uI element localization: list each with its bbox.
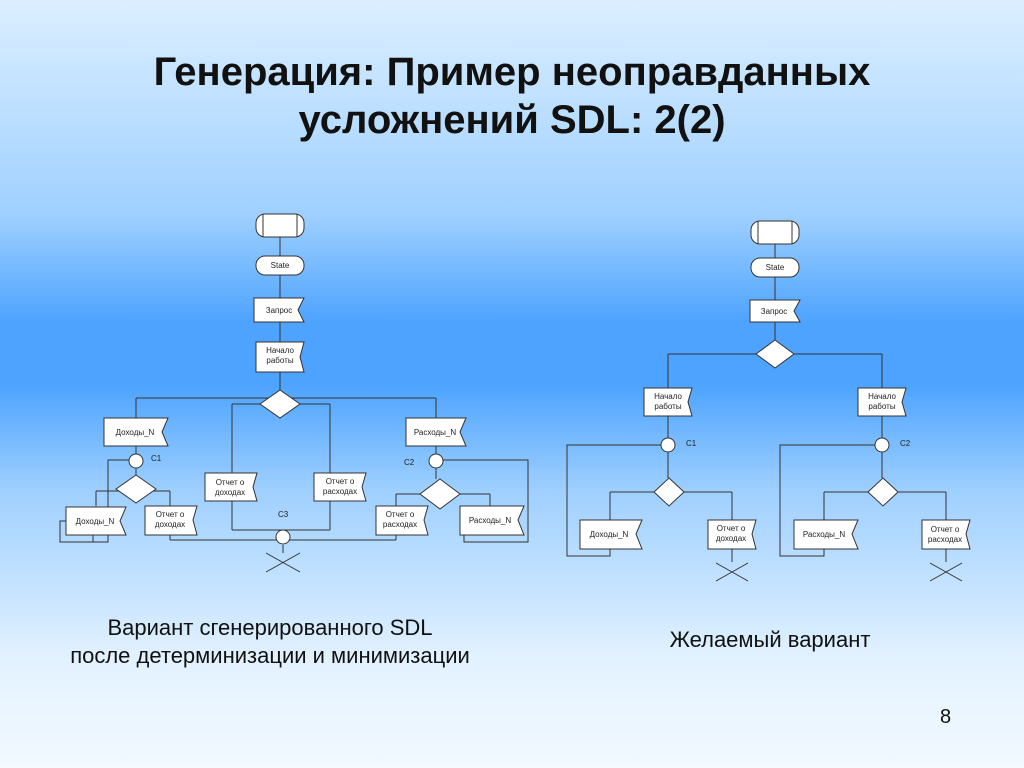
- left-report-expense-sub-label-2: расходах: [383, 520, 417, 529]
- left-connector-c2: [428, 453, 444, 469]
- right-state-label: State: [766, 263, 785, 272]
- right-flow-lines: [566, 244, 963, 582]
- title-line-1: Генерация: Пример неоправданных: [153, 50, 871, 94]
- left-income-sub: [65, 506, 127, 536]
- left-report-expense-mid-label-1: Отчет о: [326, 477, 355, 486]
- left-request-label: Запрос: [266, 306, 293, 315]
- left-income-sub-label: Доходы_N: [76, 517, 115, 526]
- left-decision-c1: [115, 474, 157, 504]
- right-decision-main: [755, 339, 795, 369]
- right-start-work-left-label-1: Начало: [654, 392, 682, 401]
- left-report-income-mid: [204, 472, 258, 502]
- right-income-node: [579, 519, 643, 550]
- right-c1-label: C1: [686, 439, 697, 448]
- left-c3-label: C3: [278, 510, 289, 519]
- right-start-work-right-label-2: работы: [868, 402, 895, 411]
- left-request-node: [253, 297, 305, 323]
- caption-generated-sdl: Вариант сгенерированного SDL после детер…: [20, 614, 520, 670]
- right-start-work-right: [857, 387, 907, 417]
- left-report-income-mid-label-2: доходах: [215, 488, 245, 497]
- left-connector-c3: [275, 529, 291, 545]
- left-report-expense-mid: [313, 472, 367, 502]
- left-income-node: [103, 417, 169, 447]
- right-report-expense-label-1: Отчет о: [931, 525, 960, 534]
- right-expense-node: [793, 519, 859, 550]
- left-c2-label: C2: [404, 458, 415, 467]
- right-decision-c2: [867, 477, 899, 507]
- left-report-income-sub: [144, 505, 198, 536]
- right-connector-c2: [874, 437, 890, 453]
- left-report-income-sub-label-2: доходах: [155, 520, 185, 529]
- right-connector-c1: [660, 437, 676, 453]
- right-income-label: Доходы_N: [590, 530, 629, 539]
- left-connector-c1: [128, 453, 144, 469]
- left-start-work-node: [255, 341, 305, 373]
- caption-desired-variant: Желаемый вариант: [669, 627, 871, 652]
- left-income-label: Доходы_N: [116, 428, 155, 437]
- right-report-income-node: [707, 519, 757, 550]
- right-report-income-label-1: Отчет о: [717, 524, 746, 533]
- left-state-node: [255, 255, 305, 276]
- left-report-expense-sub-label-1: Отчет о: [386, 510, 415, 519]
- caption-left-line-2: после детерминизации и минимизации: [70, 643, 470, 668]
- right-c2-label: C2: [900, 439, 911, 448]
- left-expense-label: Расходы_N: [414, 428, 457, 437]
- left-start-work-label-1: Начало: [266, 346, 294, 355]
- left-state-label: State: [271, 261, 290, 270]
- left-expense-node: [405, 417, 467, 447]
- right-decision-c1: [653, 477, 685, 507]
- left-start-symbol: [255, 213, 305, 238]
- left-decision-c2: [419, 478, 461, 510]
- left-report-expense-mid-label-2: расходах: [323, 487, 357, 496]
- right-start-work-right-label-1: Начало: [868, 392, 896, 401]
- right-report-expense-label-2: расходах: [928, 535, 962, 544]
- left-c1-label: C1: [151, 454, 162, 463]
- left-start-work-label-2: работы: [266, 356, 293, 365]
- right-diagram: State Запрос Начало работы Начало работы…: [566, 220, 971, 582]
- right-start-symbol: [750, 220, 800, 245]
- left-report-expense-sub: [375, 505, 429, 536]
- left-diagram: State Запрос Начало работы Доходы_N Расх…: [59, 213, 529, 573]
- right-report-income-label-2: доходах: [716, 534, 746, 543]
- left-expense-sub-label: Расходы_N: [469, 516, 512, 525]
- right-expense-label: Расходы_N: [803, 530, 846, 539]
- left-decision-main: [259, 389, 301, 419]
- right-start-work-left: [643, 387, 693, 417]
- left-expense-sub: [459, 505, 525, 536]
- slide-title: Генерация: Пример неоправданных усложнен…: [0, 48, 1024, 144]
- left-report-income-sub-label-1: Отчет о: [156, 510, 185, 519]
- right-report-expense-node: [921, 519, 971, 550]
- left-report-income-mid-label-1: Отчет о: [216, 478, 245, 487]
- right-request-label: Запрос: [761, 307, 788, 316]
- right-request-node: [749, 299, 801, 323]
- right-state-node: [750, 257, 800, 278]
- right-start-work-left-label-2: работы: [654, 402, 681, 411]
- title-line-2: усложнений SDL: 2(2): [298, 98, 726, 142]
- page-number: 8: [940, 706, 952, 728]
- caption-left-line-1: Вариант сгенерированного SDL: [107, 615, 433, 640]
